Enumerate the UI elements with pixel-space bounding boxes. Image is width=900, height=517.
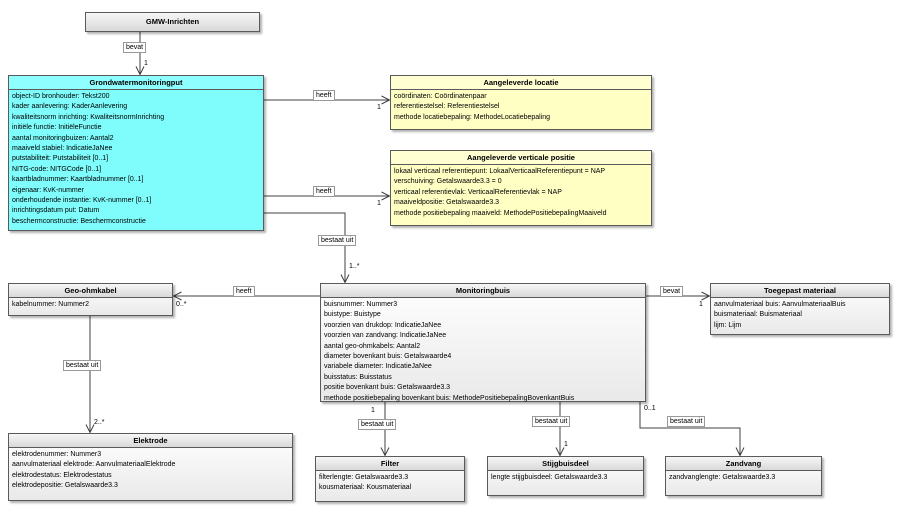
- class-box-elektrode: Elektrode elektrodenummer: Nummer3 aanvul…: [8, 433, 293, 501]
- class-title: Aangeleverde locatie: [391, 76, 651, 90]
- edge-label-heeft-geoohmkabel: heeft: [233, 286, 255, 297]
- class-attributes: object-ID bronhouder: Tekst200 kader aanl…: [9, 90, 263, 227]
- attribute-row: elektrodenummer: Nummer3: [12, 451, 102, 458]
- connector-put-bestaatuit-monitoringbuis: [264, 212, 350, 284]
- attribute-row: buisstatus: Buisstatus: [324, 373, 392, 381]
- edge-label-bestaatuit-stijg: bestaat uit: [532, 416, 571, 427]
- class-attributes: lokaal verticaal referentiepunt: LokaalV…: [391, 165, 651, 219]
- class-title: Elektrode: [9, 434, 292, 448]
- class-title: Zandvang: [666, 457, 821, 471]
- attribute-row: putstabiliteit: Putstabiliteit [0..1]: [12, 155, 109, 163]
- attribute-row: lengte stijgbuisdeel: Getalswaarde3.3: [491, 474, 608, 481]
- attribute-row: elektrodestatus: Elektrodestatus: [12, 471, 112, 479]
- class-title: GMW-Inrichten: [86, 13, 259, 31]
- class-title: Filter: [316, 457, 464, 471]
- class-box-monitoringbuis: Monitoringbuis buisnummer: Nummer3 buisty…: [320, 283, 646, 402]
- attribute-row: aanvulmateriaal buis: AanvulmateriaalBui…: [714, 301, 846, 308]
- class-box-grondwatermonitoringput: Grondwatermonitoringput object-ID bronho…: [8, 75, 264, 231]
- attribute-row: lokaal verticaal referentiepunt: LokaalV…: [394, 168, 606, 175]
- attribute-row: buismateriaal: Buismateriaal: [714, 311, 802, 319]
- attribute-row: lijm: Lijm: [714, 321, 742, 329]
- class-box-gmw-inrichten: GMW-Inrichten: [85, 12, 260, 32]
- multiplicity-buis-stijg: 1: [564, 441, 568, 448]
- attribute-row: methode locatiebepaling: MethodeLocatieb…: [394, 113, 551, 121]
- attribute-row: aanvulmateriaal elektrode: Aanvulmateria…: [12, 461, 176, 469]
- edge-label-heeft-vert-positie: heeft: [313, 186, 335, 197]
- attribute-row: filterlengte: Getalswaarde3.3: [319, 474, 409, 481]
- attribute-row: diameter bovenkant buis: Getalswaarde4: [324, 353, 452, 361]
- attribute-row: eigenaar: KvK-nummer: [12, 186, 84, 194]
- class-title: Monitoringbuis: [321, 284, 645, 298]
- attribute-row: zandvanglengte: Getalswaarde3.3: [669, 474, 776, 481]
- class-box-zandvang: Zandvang zandvanglengte: Getalswaarde3.3: [665, 456, 822, 496]
- attribute-row: kousmateriaal: Kousmateriaal: [319, 484, 412, 492]
- multiplicity-gmw-put: 1: [144, 60, 148, 67]
- class-box-geo-ohmkabel: Geo-ohmkabel kabelnummer: Nummer2: [8, 283, 173, 316]
- class-attributes: filterlengte: Getalswaarde3.3 kousmateria…: [316, 471, 464, 494]
- class-attributes: buisnummer: Nummer3 buistype: Buistype voo…: [321, 298, 645, 404]
- edge-label-bestaatuit-filter: bestaat uit: [358, 419, 397, 430]
- edge-label-heeft-locatie: heeft: [313, 90, 335, 101]
- class-box-filter: Filter filterlengte: Getalswaarde3.3 kous…: [315, 456, 465, 502]
- attribute-row: methode positiebepaling bovenkant buis: …: [324, 394, 575, 402]
- multiplicity-buis-toegepast: 1: [699, 301, 703, 308]
- edge-label-bevat-gmw: bevat: [123, 42, 147, 53]
- class-title: Aangeleverde verticale positie: [391, 151, 651, 165]
- attribute-row: referentiestelsel: Referentiestelsel: [394, 103, 500, 111]
- edge-label-bestaatuit-zandvang: bestaat uit: [667, 416, 706, 427]
- attribute-row: object-ID bronhouder: Tekst200: [12, 93, 110, 100]
- class-box-aangeleverde-verticale-positie: Aangeleverde verticale positie lokaal ve…: [390, 150, 652, 226]
- multiplicity-geo-elektrode: 2..*: [94, 419, 105, 426]
- class-attributes: coördinaten: Coördinatenpaar referentiest…: [391, 90, 651, 123]
- class-box-aangeleverde-locatie: Aangeleverde locatie coördinaten: Coördi…: [390, 75, 652, 130]
- edge-label-bestaatuit-buis: bestaat uit: [318, 235, 357, 246]
- attribute-row: initiële functie: InitiëleFunctie: [12, 124, 102, 132]
- attribute-row: maaiveld stabiel: IndicatieJaNee: [12, 145, 113, 153]
- attribute-row: aantal geo-ohmkabels: Aantal2: [324, 342, 421, 350]
- class-title: Stijgbuisdeel: [488, 457, 643, 471]
- multiplicity-put-buis: 1..*: [349, 263, 360, 270]
- class-attributes: aanvulmateriaal buis: AanvulmateriaalBui…: [711, 298, 889, 331]
- connector-buis-bestaatuit-zandvang: [639, 402, 745, 457]
- attribute-row: verschuiving: Getalswaarde3.3 = 0: [394, 178, 502, 186]
- multiplicity-buis-zandvang: 0..1: [644, 405, 656, 412]
- attribute-row: buistype: Buistype: [324, 311, 381, 319]
- attribute-row: kabelnummer: Nummer2: [12, 301, 90, 308]
- attribute-row: methode positiebepaling maaiveld: Method…: [394, 209, 607, 217]
- class-title: Geo-ohmkabel: [9, 284, 172, 298]
- class-attributes: zandvanglengte: Getalswaarde3.3: [666, 471, 821, 483]
- attribute-row: positie bovenkant buis: Getalswaarde3.3: [324, 384, 451, 392]
- edge-label-bevat-toegepast: bevat: [660, 286, 684, 297]
- attribute-row: kwaliteitsnorm inrichting: Kwaliteitsnor…: [12, 113, 165, 121]
- class-box-toegepast-materiaal: Toegepast materiaal aanvulmateriaal buis…: [710, 283, 890, 335]
- class-attributes: kabelnummer: Nummer2: [9, 298, 172, 310]
- class-box-stijgbuisdeel: Stijgbuisdeel lengte stijgbuisdeel: Geta…: [487, 456, 644, 496]
- attribute-row: beschermconstructie: Beschermconstructie: [12, 217, 146, 225]
- class-title: Toegepast materiaal: [711, 284, 889, 298]
- attribute-row: inrichtingsdatum put: Datum: [12, 207, 100, 215]
- multiplicity-put-vert: 1: [377, 200, 381, 207]
- multiplicity-buis-filter: 1: [371, 407, 375, 414]
- class-title: Grondwatermonitoringput: [9, 76, 263, 90]
- multiplicity-put-locatie: 1: [377, 104, 381, 111]
- multiplicity-buis-geo: 0..*: [176, 301, 187, 308]
- attribute-row: kader aanlevering: KaderAanlevering: [12, 103, 128, 111]
- attribute-row: coördinaten: Coördinatenpaar: [394, 93, 487, 100]
- attribute-row: elektrodepositie: Getalswaarde3.3: [12, 482, 118, 490]
- class-attributes: elektrodenummer: Nummer3 aanvulmateriaal …: [9, 448, 292, 492]
- attribute-row: voorzien van drukdop: IndicatieJaNee: [324, 321, 442, 329]
- edge-label-bestaatuit-elektrode: bestaat uit: [63, 360, 102, 371]
- attribute-row: variabele diameter: IndicatieJaNee: [324, 363, 432, 371]
- attribute-row: aantal monitoringbuizen: Aantal2: [12, 134, 114, 142]
- class-attributes: lengte stijgbuisdeel: Getalswaarde3.3: [488, 471, 643, 483]
- attribute-row: onderhoudende instantie: KvK-nummer [0..…: [12, 197, 152, 205]
- attribute-row: NITG-code: NITGCode [0..1]: [12, 165, 102, 173]
- attribute-row: voorzien van zandvang: IndicatieJaNee: [324, 332, 447, 340]
- attribute-row: kaartbladnummer: Kaartbladnummer [0..1]: [12, 176, 144, 184]
- attribute-row: maaiveldpositie: Getalswaarde3.3: [394, 199, 500, 207]
- attribute-row: buisnummer: Nummer3: [324, 301, 398, 308]
- attribute-row: verticaal referentievlak: VerticaalRefer…: [394, 188, 562, 196]
